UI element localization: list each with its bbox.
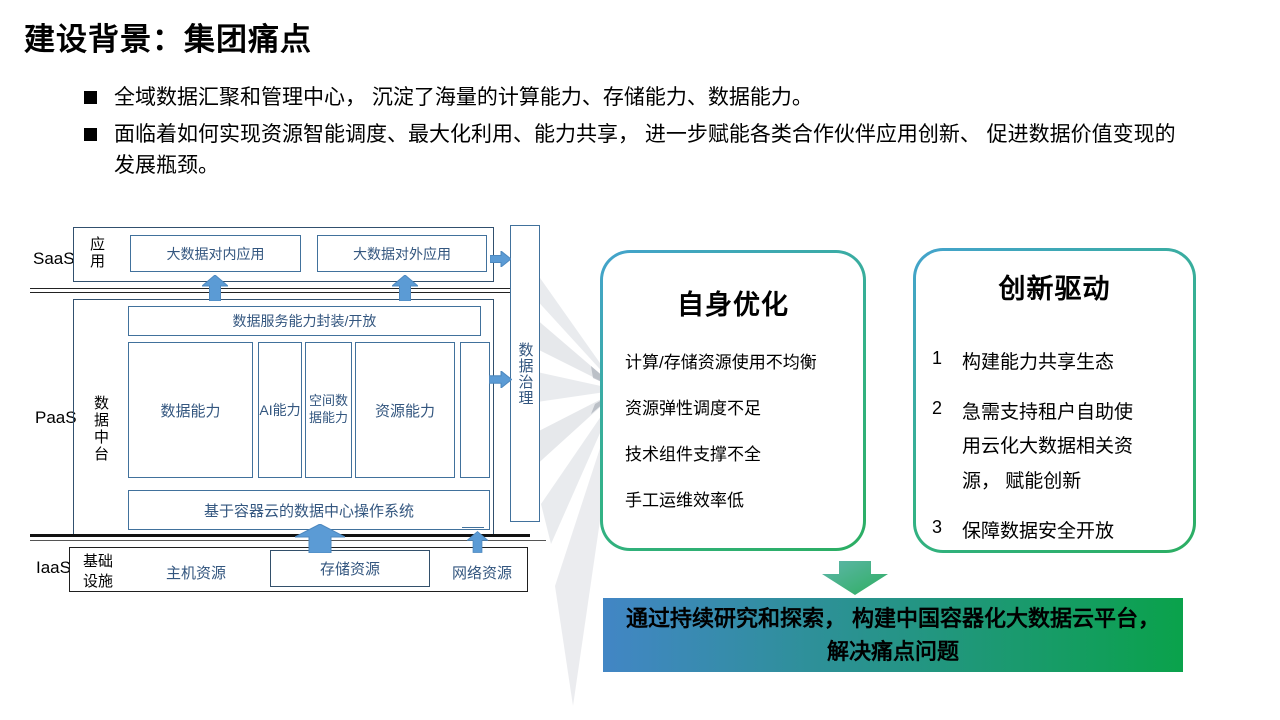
bullet-item: 面临着如何实现资源智能调度、最大化利用、能力共享， 进一步赋能各类合作伙伴应用创… xyxy=(84,119,1184,182)
pain-item: 计算/存储资源使用不均衡 xyxy=(625,353,817,372)
layer-label-paas: PaaS xyxy=(35,408,77,427)
card-items: 1 构建能力共享生态 2 急需支持租户自助使用云化大数据相关资源， 赋能创新 3… xyxy=(932,346,1193,549)
separator-line-thin xyxy=(30,540,546,541)
item-text: 急需支持租户自助使用云化大数据相关资源， 赋能创新 xyxy=(962,402,1134,492)
separator-line xyxy=(30,292,537,293)
paas-group-label: 数据中台 xyxy=(92,395,109,463)
layer-label-saas: SaaS xyxy=(33,249,75,268)
item-text: 构建能力共享生态 xyxy=(962,352,1115,373)
numbered-item: 1 构建能力共享生态 xyxy=(932,346,1193,380)
capability-box-spatial: 空间数据能力 xyxy=(305,342,352,478)
down-arrow-green-icon xyxy=(822,561,888,595)
pain-item: 技术组件支撑不全 xyxy=(625,445,761,464)
right-arrow-icon xyxy=(490,251,511,267)
page-title: 建设背景：集团痛点 xyxy=(24,22,312,57)
layer-label-iaas: IaaS xyxy=(36,558,71,577)
separator-line-thick xyxy=(30,534,530,537)
capability-box-resource: 资源能力 xyxy=(355,342,455,478)
saas-layer-box xyxy=(73,227,494,282)
card-title: 自身优化 xyxy=(677,290,789,320)
saas-group-label: 应用 xyxy=(88,236,105,270)
separator-line xyxy=(30,288,537,289)
pain-item: 手工运维效率低 xyxy=(625,491,744,510)
innovation-card: 创新驱动 1 构建能力共享生态 2 急需支持租户自助使用云化大数据相关资源， 赋… xyxy=(913,248,1196,553)
right-arrow-icon xyxy=(489,371,512,388)
container-os-box: 基于容器云的数据中心操作系统 xyxy=(128,490,490,530)
capability-box-ai: AI能力 xyxy=(258,342,302,478)
up-arrow-icon xyxy=(392,275,418,301)
item-text: 保障数据安全开放 xyxy=(962,520,1115,542)
numbered-item: 3 保障数据安全开放 xyxy=(932,515,1193,549)
numbered-item: 2 急需支持租户自助使用云化大数据相关资源， 赋能创新 xyxy=(932,396,1193,499)
bullet-item: 全域数据汇聚和管理中心， 沉淀了海量的计算能力、存储能力、数据能力。 xyxy=(84,82,1184,114)
bullet-square-icon xyxy=(84,127,97,141)
up-arrow-small-icon xyxy=(467,531,488,553)
app-box-external: 大数据对外应用 xyxy=(317,235,487,272)
item-number: 2 xyxy=(932,398,943,419)
small-dash xyxy=(462,527,484,528)
bullet-text: 面临着如何实现资源智能调度、最大化利用、能力共享， 进一步赋能各类合作伙伴应用创… xyxy=(114,122,1176,178)
resource-host: 主机资源 xyxy=(166,565,227,582)
governance-label: 数据治理 xyxy=(516,341,534,406)
resource-storage-box: 存储资源 xyxy=(270,550,430,587)
capability-box-data: 数据能力 xyxy=(128,342,253,478)
iaas-group-label: 基础设施 xyxy=(83,553,114,590)
bullet-text: 全域数据汇聚和管理中心， 沉淀了海量的计算能力、存储能力、数据能力。 xyxy=(114,86,813,109)
capability-box-empty xyxy=(460,342,490,478)
app-box-internal: 大数据对内应用 xyxy=(130,235,301,272)
resource-network: 网络资源 xyxy=(452,565,513,582)
up-arrow-big-icon xyxy=(295,524,345,553)
bullet-list: 全域数据汇聚和管理中心， 沉淀了海量的计算能力、存储能力、数据能力。 面临着如何… xyxy=(84,82,1184,187)
service-layer-box: 数据服务能力封装/开放 xyxy=(128,306,481,336)
self-optimization-card: 自身优化 计算/存储资源使用不均衡 资源弹性调度不足 技术组件支撑不全 手工运维… xyxy=(600,250,866,551)
card-items: 计算/存储资源使用不均衡 资源弹性调度不足 技术组件支撑不全 手工运维效率低 xyxy=(625,348,863,511)
pain-item: 资源弹性调度不足 xyxy=(625,399,761,418)
up-arrow-icon xyxy=(202,275,228,301)
bullet-square-icon xyxy=(84,91,97,104)
card-title: 创新驱动 xyxy=(998,274,1111,304)
item-number: 3 xyxy=(932,516,943,537)
item-number: 1 xyxy=(932,348,943,368)
conclusion-banner: 通过持续研究和探索， 构建中国容器化大数据云平台， 解决痛点问题 xyxy=(603,598,1183,672)
governance-box: 数据治理 xyxy=(510,225,540,522)
